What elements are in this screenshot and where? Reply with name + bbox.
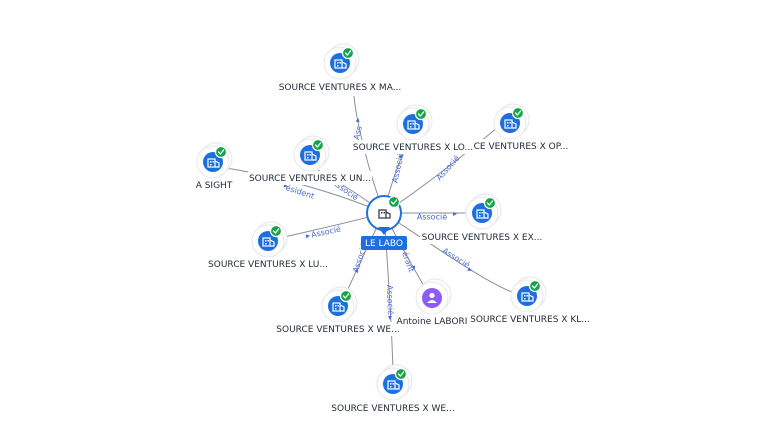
node-label-bg [191,178,237,192]
verified-check-icon [528,279,542,293]
verified-check-icon [511,106,525,120]
verified-check-icon [483,196,497,210]
building-icon [407,120,420,130]
center-label-bg [361,236,407,250]
node-label: SOURCE VENTURES X WE... [331,404,454,414]
node-label: CE VENTURES X OP... [474,142,569,152]
edge-arrow-icon [411,265,416,270]
verified-check-icon [214,145,228,159]
node-label-bg [248,171,372,185]
edge-arrow-icon [305,234,310,239]
graph-node-n-lu[interactable]: SOURCE VENTURES X LU... [206,221,330,271]
node-label-bg [273,322,403,336]
building-icon [504,119,517,129]
edge-label: Associé [417,212,447,222]
building-icon [521,292,534,302]
verified-check-icon [394,367,408,381]
center-label: LE LABO [365,239,403,249]
node-label: SOURCE VENTURES X MA... [279,83,402,93]
node-label-bg [352,140,474,154]
edge-arrow-icon [398,154,403,159]
edge-label: Ass [352,125,364,140]
person-icon [427,292,437,303]
node-label: SOURCE VENTURES X KL... [470,315,590,325]
node-label-bg [393,314,471,328]
node-label: SOURCE VENTURES X UN... [249,174,371,184]
verified-check-icon [387,195,401,209]
edge-label: Associé [441,245,472,270]
edge-arrow-icon [387,315,392,320]
edge-label: Associé [389,152,405,184]
graph-node-n-antoine[interactable]: Antoine LABORI [393,278,471,328]
edge-arrow-icon [354,268,359,273]
node-label-bg [328,401,458,415]
building-icon [378,209,391,219]
graph-node-n-ma[interactable]: SOURCE VENTURES X MA... [275,43,405,94]
center-node[interactable]: LE LABO [361,195,407,250]
verified-check-icon [311,138,325,152]
building-icon [332,302,345,312]
building-icon [476,209,489,219]
graph-node-n-ex[interactable]: SOURCE VENTURES X EX... [420,193,544,244]
edge-label: érant [400,250,417,273]
graph-node-n-op[interactable]: CE VENTURES X OP... [474,103,569,153]
node-label-bg [474,139,568,153]
building-icon [262,237,275,247]
building-icon [207,158,220,168]
edge-label: Associé [310,223,342,239]
building-icon [387,380,400,390]
node-label: A SIGHT [196,181,233,191]
node-label: SOURCE VENTURES X EX... [422,233,543,243]
node-label: SOURCE VENTURES X WE... [276,325,399,335]
node-label-bg [206,257,330,271]
node-label-bg [420,230,544,244]
graph-node-n-we2[interactable]: SOURCE VENTURES X WE... [328,364,458,415]
verified-check-icon [339,289,353,303]
node-label-bg [275,80,405,94]
edge-arrow-icon [467,267,472,272]
graph-node-n-lo[interactable]: SOURCE VENTURES X LO... [352,104,474,154]
building-icon [334,59,347,69]
graph-node-n-sight[interactable]: A SIGHT [191,142,237,192]
verified-check-icon [341,46,355,60]
edge-label: ésident [285,182,316,201]
edge-label: Associé [434,153,462,182]
verified-check-icon [269,224,283,238]
edge-label: Associé [385,285,396,316]
node-label: SOURCE VENTURES X LO... [353,143,473,153]
building-icon [304,151,317,161]
node-label-bg [468,312,592,326]
graph-node-n-kl[interactable]: SOURCE VENTURES X KL... [468,276,592,326]
edge-arrow-icon [453,212,457,216]
edge-arrow-icon [355,118,360,123]
graph-node-n-we1[interactable]: SOURCE VENTURES X WE... [273,286,403,336]
node-label: Antoine LABORI [397,317,468,327]
graph-node-n-un[interactable]: SOURCE VENTURES X UN... [248,135,372,185]
node-label: SOURCE VENTURES X LU... [208,260,328,270]
verified-check-icon [414,107,428,121]
